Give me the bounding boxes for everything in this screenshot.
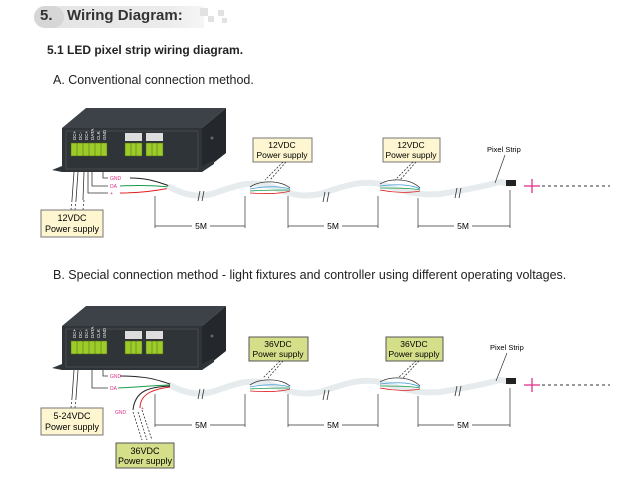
power-supply-box — [40, 209, 104, 238]
section-b-title: B. Special connection method - light fix… — [53, 268, 567, 282]
power-supply-voltage: 5-24VDC — [53, 411, 91, 421]
power-supply-label: Power supply — [385, 150, 437, 160]
distance-label: 5M — [195, 420, 207, 430]
distance-label: 5M — [327, 221, 339, 231]
power-supply-box — [115, 442, 175, 469]
pixel-strip-label: Pixel Strip — [487, 145, 521, 154]
terminal-labels: DC+ DC- DC+ DATA CLK GND — [72, 129, 107, 140]
power-supply-label: Power supply — [118, 456, 173, 466]
terminal-label: DATA — [90, 327, 95, 338]
plus-icon — [524, 179, 540, 193]
section-a-title: A. Conventional connection method. — [53, 73, 254, 87]
terminal-label: DATA — [90, 129, 95, 140]
power-supply-box — [252, 137, 313, 163]
power-supply-box — [385, 336, 444, 362]
break-marks — [197, 385, 462, 401]
power-supply-label: Power supply — [388, 349, 440, 359]
power-supply-label: Power supply — [45, 422, 100, 432]
power-supply-box — [248, 336, 309, 362]
wire-label-data: DA — [110, 184, 118, 190]
decor-square — [200, 8, 208, 16]
section-number-badge — [34, 6, 64, 28]
section-header-bar — [34, 6, 204, 28]
break-marks — [197, 187, 462, 203]
plus-icon — [524, 378, 540, 392]
wire-label-gnd: GND — [115, 410, 127, 416]
wire-label-data: DA — [110, 386, 118, 392]
pixel-strip-label: Pixel Strip — [490, 343, 524, 352]
power-supply-voltage: 36VDC — [400, 339, 427, 349]
power-supply-label: Power supply — [252, 349, 304, 359]
decor-square — [222, 18, 227, 23]
distance-label: 5M — [457, 420, 469, 430]
power-supply-label: Power supply — [45, 224, 100, 234]
decor-square — [208, 16, 214, 22]
terminal-label: DC+ — [84, 131, 89, 140]
diagram-a: DC+ DC- DC+ DATA CLK GND GND DA + 12VDC … — [40, 107, 610, 238]
power-supply-box — [40, 407, 104, 436]
power-supply-label: Power supply — [256, 150, 308, 160]
power-supply-voltage: 36VDC — [130, 446, 160, 456]
wire-label-gnd: GND — [110, 374, 122, 380]
terminal-label: DC+ — [72, 131, 77, 140]
wire-label-gnd: GND — [110, 176, 122, 182]
dimension-lines — [154, 190, 511, 228]
terminal-label: DC+ — [84, 329, 89, 338]
wire-label-plus: + — [110, 191, 113, 197]
decor-square — [218, 10, 224, 16]
wire-label-plus: + — [141, 406, 144, 412]
power-supply-voltage: 12VDC — [397, 140, 424, 150]
terminal-label: DC- — [78, 132, 83, 140]
subsection-title: 5.1 LED pixel strip wiring diagram. — [47, 43, 244, 57]
dimension-lines — [154, 388, 511, 427]
diagram-b: DC+ DC- DC+ DATA CLK GND GND DA GND + — [40, 305, 610, 469]
terminal-label: GND — [102, 129, 107, 140]
page-title: Wiring Diagram: — [67, 7, 183, 24]
terminal-label: DC+ — [72, 329, 77, 338]
distance-label: 5M — [195, 221, 207, 231]
power-supply-box — [382, 137, 441, 163]
section-number: 5. — [40, 7, 53, 24]
power-supply-voltage: 12VDC — [268, 140, 295, 150]
pixel-strip — [168, 182, 512, 196]
terminal-label: GND — [102, 327, 107, 338]
distance-label: 5M — [327, 420, 339, 430]
terminal-label: CLK — [96, 131, 101, 140]
terminal-label: DC- — [78, 330, 83, 338]
power-supply-voltage: 36VDC — [264, 339, 291, 349]
distance-label: 5M — [457, 221, 469, 231]
terminal-label: CLK — [96, 329, 101, 338]
power-supply-voltage: 12VDC — [57, 213, 87, 223]
pixel-strip — [168, 380, 512, 394]
